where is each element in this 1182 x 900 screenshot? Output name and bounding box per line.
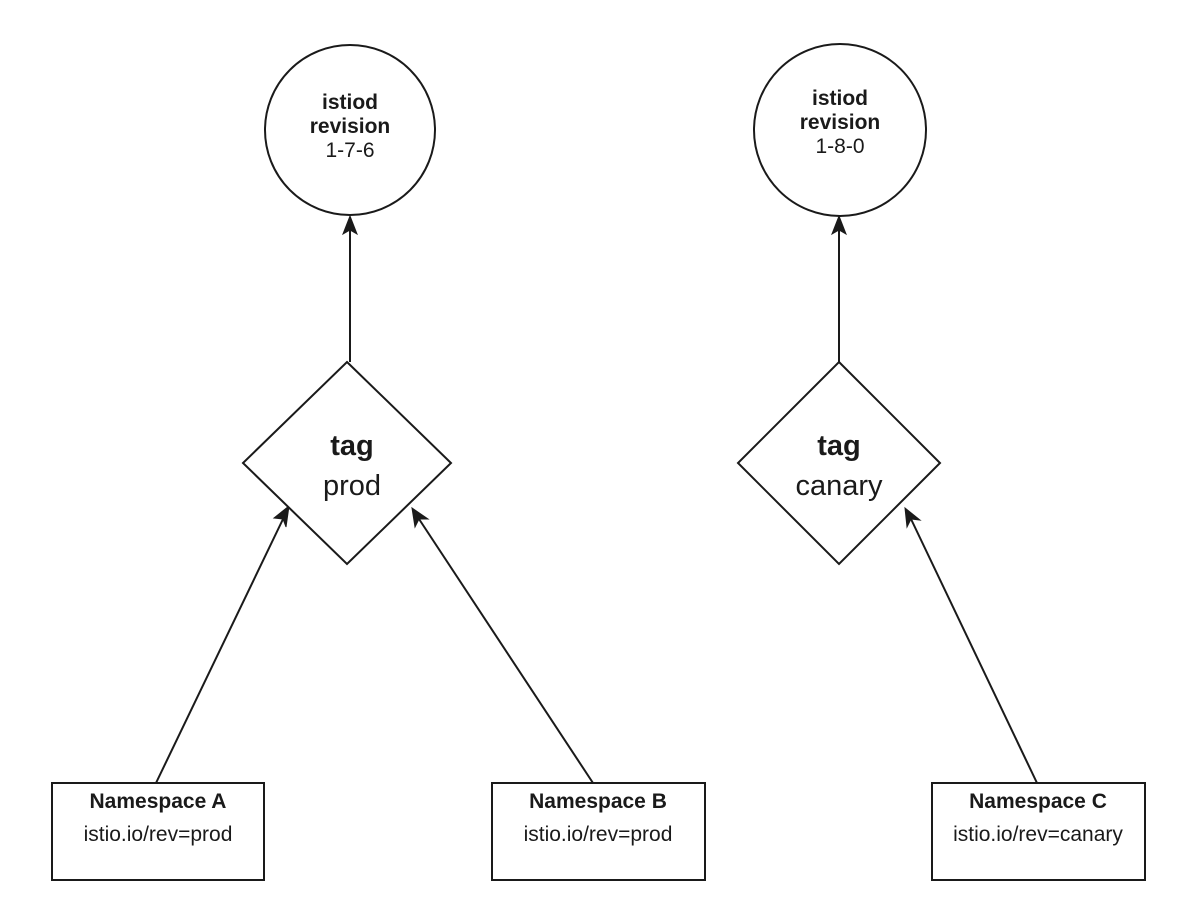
revision-label-line2: revision [310,115,391,138]
namespace-box-shape [931,782,1146,881]
tag-label-name: prod [323,470,381,502]
tag-label-name: canary [795,470,883,502]
revision-node-1-8-0[interactable]: istiod revision 1-8-0 [753,43,927,217]
revision-circle-shape [753,43,927,217]
edge-line [155,516,285,784]
revision-label-line1: istiod [322,91,378,114]
arrow-head-icon [411,506,430,529]
arrow-head-icon [272,504,290,528]
revision-label-line1: istiod [812,87,868,110]
namespace-node-c[interactable]: Namespace C istio.io/rev=canary [931,782,1146,881]
tag-label-line1: tag [817,430,861,462]
arrow-head-icon [904,506,922,529]
edge-namespace-c-to-tag-canary [904,506,1038,784]
edge-namespace-a-to-tag-prod [155,504,290,784]
revision-circle-shape [264,44,436,216]
namespace-label-name: Namespace A [90,790,227,813]
tag-node-canary[interactable]: tag canary [736,360,942,566]
edge-tag-canary-to-revision-180 [831,214,847,362]
revision-node-1-7-6[interactable]: istiod revision 1-7-6 [264,44,436,216]
arrow-head-icon [831,214,847,236]
edge-namespace-b-to-tag-prod [411,506,594,784]
namespace-label-revision: istio.io/rev=prod [524,823,673,846]
namespace-box-shape [51,782,265,881]
namespace-node-a[interactable]: Namespace A istio.io/rev=prod [51,782,265,881]
tag-label-line1: tag [330,430,374,462]
edge-line [418,518,594,784]
arrow-head-icon [342,214,358,236]
namespace-label-name: Namespace C [969,790,1107,813]
edge-tag-prod-to-revision-176 [342,214,358,362]
tag-diamond-shape [736,360,942,566]
tag-diamond-shape [241,360,453,566]
namespace-label-revision: istio.io/rev=canary [953,823,1123,846]
namespace-label-revision: istio.io/rev=prod [84,823,233,846]
revision-label-version: 1-8-0 [815,135,864,158]
namespace-node-b[interactable]: Namespace B istio.io/rev=prod [491,782,706,881]
revision-label-line2: revision [800,111,881,134]
edge-line [910,518,1038,784]
namespace-box-shape [491,782,706,881]
revision-label-version: 1-7-6 [325,139,374,162]
namespace-label-name: Namespace B [529,790,667,813]
tag-node-prod[interactable]: tag prod [241,360,453,566]
